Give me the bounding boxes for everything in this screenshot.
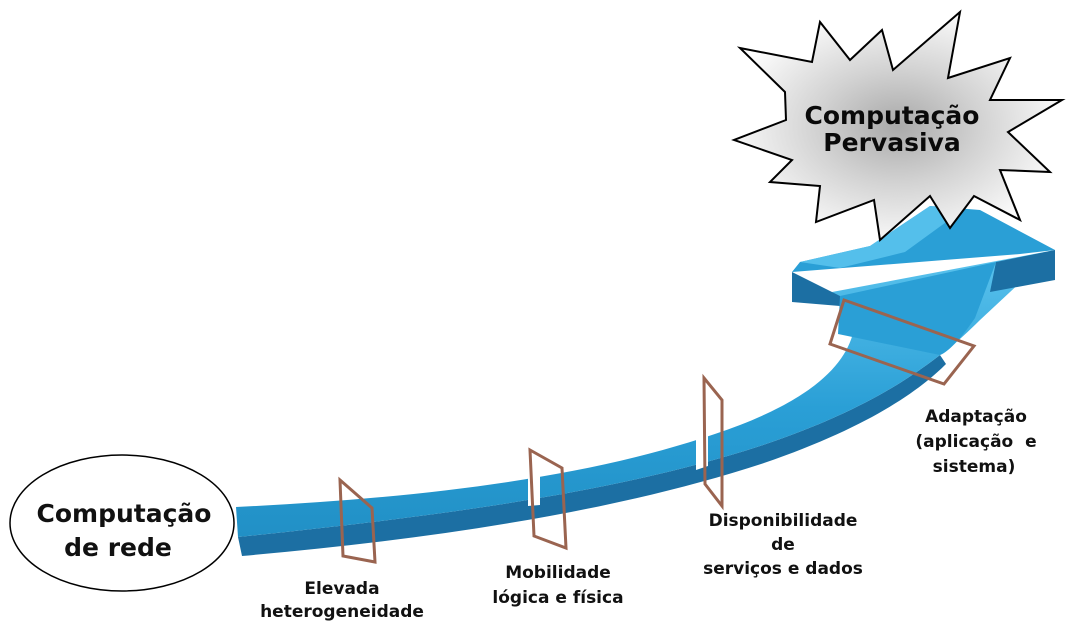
arrow-head-side-left — [792, 272, 840, 306]
arrow-neck — [838, 262, 996, 355]
goal-starburst — [731, 9, 1066, 242]
gate-4 — [828, 298, 977, 386]
goal-node-label-line2: Pervasiva — [823, 128, 960, 157]
stage-label-1: Elevada heterogeneidade — [260, 579, 424, 622]
start-node-label-line1: Computação — [37, 499, 212, 528]
stage-4-line3: sistema) — [933, 457, 1016, 477]
arrow-head-side-right — [990, 250, 1055, 292]
stage-2-line1: Mobilidade — [505, 563, 611, 583]
stage-4-line1: Adaptação — [925, 407, 1027, 427]
gate-3 — [702, 373, 724, 511]
stage-2-line2: lógica e física — [492, 588, 623, 608]
start-node: Computação de rede — [9, 454, 235, 592]
stage-3-line2: de — [771, 535, 795, 555]
arrow-head-highlight — [800, 206, 960, 268]
stage-3-line3: serviços e dados — [703, 559, 863, 579]
gate-2 — [528, 447, 568, 551]
stage-label-3: Disponibilidade de serviços e dados — [703, 511, 863, 579]
stage-4-line2: (aplicação e — [915, 432, 1036, 452]
stage-label-4: Adaptação (aplicação e sistema) — [915, 407, 1036, 477]
stage-3-line1: Disponibilidade — [709, 511, 858, 531]
goal-node-label-line1: Computação — [805, 101, 980, 130]
arrow-body-underside — [238, 355, 946, 556]
stage-1-line2: heterogeneidade — [260, 602, 424, 622]
goal-node: Computação Pervasiva — [731, 9, 1066, 242]
stage-1-line1: Elevada — [304, 579, 379, 599]
start-node-ellipse — [9, 454, 235, 592]
stage-label-2: Mobilidade lógica e física — [492, 563, 623, 608]
gate-1 — [338, 476, 377, 564]
start-node-label-line2: de rede — [64, 533, 172, 562]
